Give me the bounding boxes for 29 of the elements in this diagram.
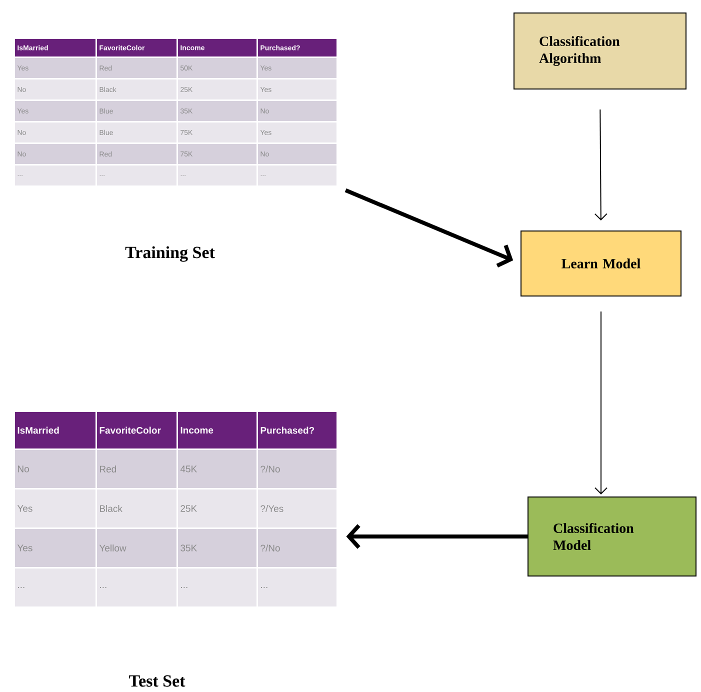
- table-cell: Purchased?: [258, 412, 336, 448]
- table-cell: ?/No: [258, 529, 336, 567]
- arrow: [344, 188, 514, 268]
- table-cell: Yes: [15, 529, 96, 567]
- process-box: Classification Model: [528, 496, 696, 576]
- table-cell: 25K: [178, 490, 256, 528]
- arrow: [594, 109, 608, 220]
- table-cell: FavoriteColor: [97, 412, 176, 448]
- table-cell: ...: [97, 568, 176, 606]
- table-cell: ...: [15, 568, 96, 606]
- table-cell: Red: [97, 450, 176, 488]
- arrow: [346, 524, 528, 549]
- process-box: Learn Model: [520, 230, 682, 296]
- table-caption: Test Set: [129, 675, 186, 687]
- table-cell: 45K: [178, 450, 256, 488]
- table-cell: 35K: [178, 529, 256, 567]
- process-box: Classification Algorithm: [514, 12, 686, 90]
- table-cell: Yes: [15, 490, 96, 528]
- table-cell: Income: [178, 412, 256, 448]
- table-cell: Black: [97, 490, 176, 528]
- table-cell: No: [15, 450, 96, 488]
- table-cell: IsMarried: [15, 412, 96, 448]
- table-cell: ...: [178, 568, 256, 606]
- table-cell: ?/Yes: [258, 490, 336, 528]
- arrow: [594, 311, 608, 494]
- table-cell: ...: [258, 568, 336, 606]
- table-cell: Yellow: [97, 529, 176, 567]
- table-cell: ?/No: [258, 450, 336, 488]
- table-caption: Training Set: [125, 246, 215, 262]
